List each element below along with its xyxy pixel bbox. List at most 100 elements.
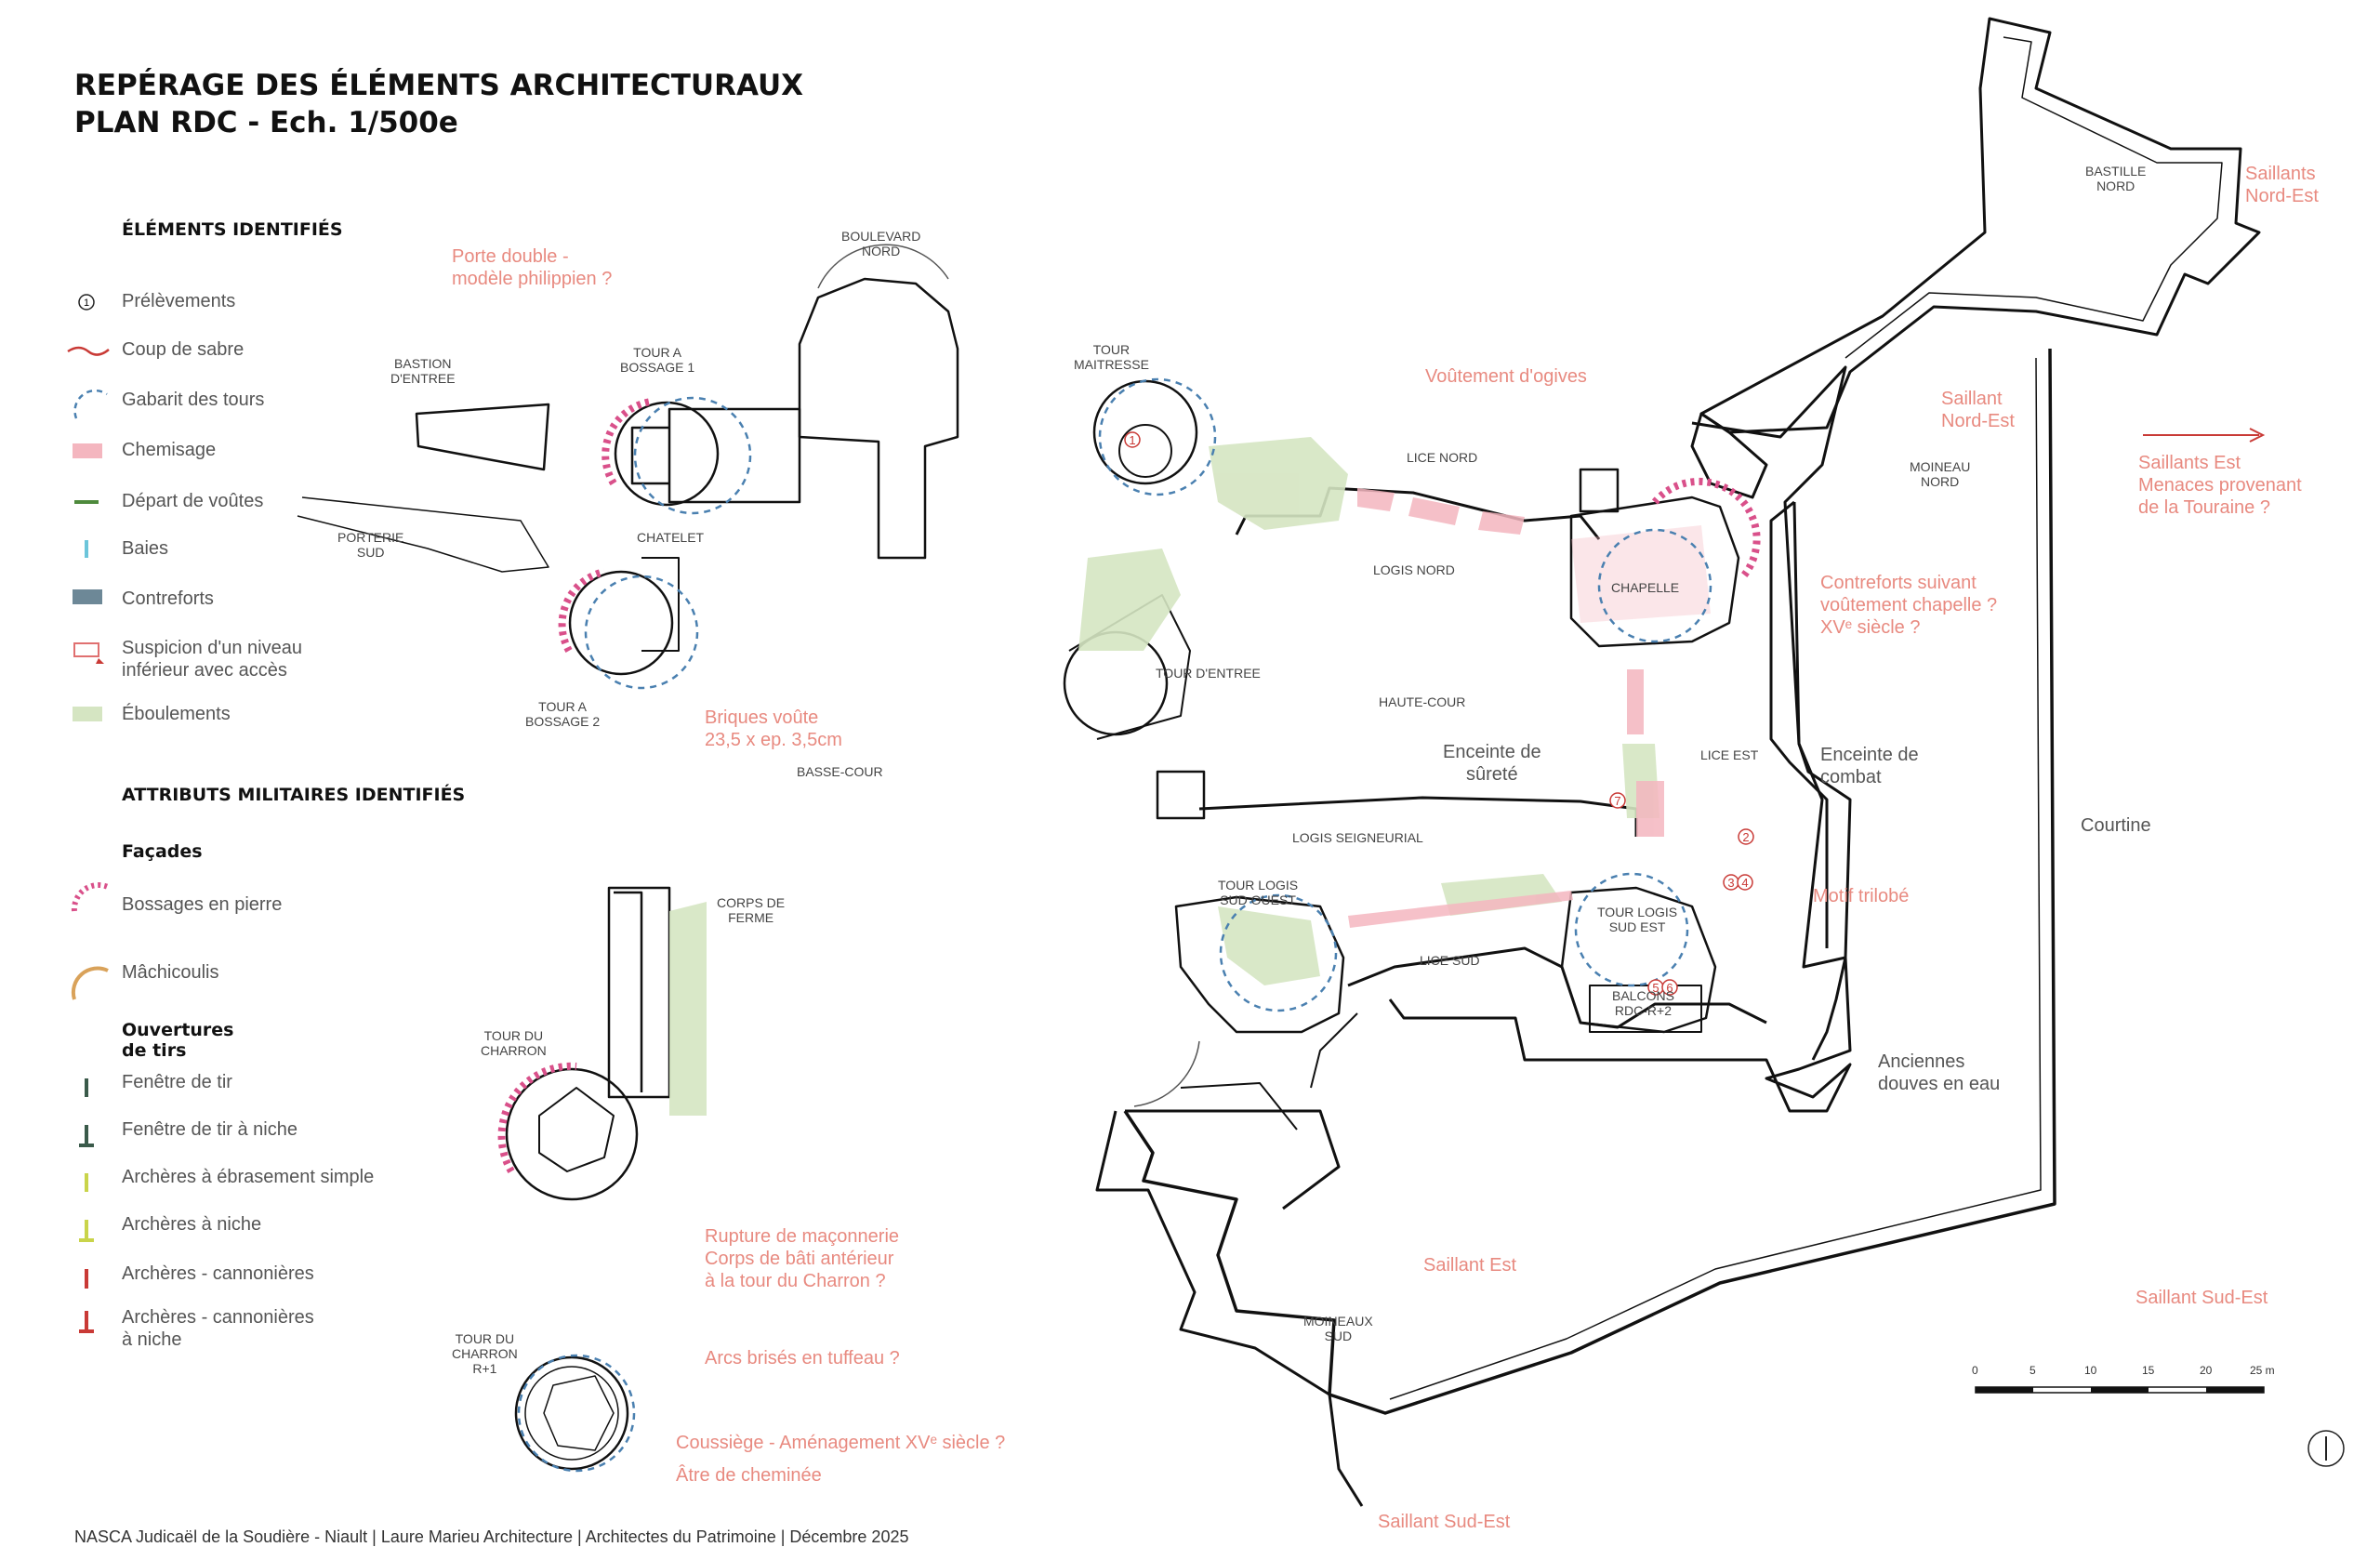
sample-numbers: 1 2 3 4 5 6 7: [1129, 433, 1749, 995]
lice-sud-wall: [1347, 946, 1767, 1029]
legend-item-archere-niche: Archères à niche: [122, 1214, 262, 1235]
svg-text:1: 1: [84, 298, 89, 309]
red-t-icon: [79, 1311, 94, 1333]
sample-2: 2: [1742, 830, 1749, 844]
enceinte-combat-wall: [1769, 500, 1852, 1061]
sample-6: 6: [1666, 981, 1673, 995]
annotation-porte-double: Porte double -modèle philippien ?: [452, 246, 613, 289]
scale-tick-15: 15: [2142, 1364, 2155, 1377]
legend-item-baies: Baies: [122, 538, 169, 559]
sample-3: 3: [1727, 876, 1734, 890]
annotation-saillant-sud-est-2: Saillant Sud-Est: [1378, 1512, 1511, 1532]
sample-7: 7: [1614, 794, 1620, 808]
chapelle-outline: [1569, 496, 1740, 648]
tour-charron-r1: [514, 1355, 629, 1471]
arrow-east-icon: [2143, 428, 2266, 443]
label-lice-sud: LICE SUD: [1420, 953, 1480, 968]
sample-markers: [1124, 431, 1754, 996]
label-logis-nord: LOGIS NORD: [1373, 562, 1455, 577]
scale-bar: [1975, 1386, 2265, 1394]
label-courtine: Courtine: [2081, 815, 2151, 836]
legend-item-fenetre-niche: Fenêtre de tir à niche: [122, 1119, 298, 1140]
annotation-motif-trilobe: Motif trilobé: [1813, 886, 1910, 906]
chatelet: [641, 557, 680, 652]
sample-4: 4: [1741, 876, 1748, 890]
gabarits: [517, 377, 1712, 1473]
legend-item-bossages: Bossages en pierre: [122, 894, 283, 915]
numbered-circle-icon: 1: [78, 294, 95, 311]
sample-1: 1: [1129, 433, 1135, 447]
legend-symbols-military: [71, 882, 110, 1333]
legend-item-eboulements: Éboulements: [122, 704, 231, 724]
eboulements: [669, 437, 1659, 1116]
scale-tick-25: 25 m: [2250, 1364, 2275, 1377]
scale-tick-10: 10: [2084, 1364, 2097, 1377]
slate-rect-icon: [73, 589, 102, 604]
courtine-inner: [1389, 357, 2042, 1400]
annotation-coussiege: Coussiège - Aménagement XVᵉ siècle ?: [676, 1433, 1006, 1453]
legend-heading-identified: ÉLÉMENTS IDENTIFIÉS: [122, 219, 343, 240]
tour-charron: [505, 1067, 639, 1201]
legend-heading-military: ATTRIBUTS MILITAIRES IDENTIFIÉS: [122, 785, 466, 805]
label-lice-nord: LICE NORD: [1407, 450, 1478, 465]
annotation-arcs: Arcs brisés en tuffeau ?: [705, 1348, 900, 1368]
dark-green-t-icon: [79, 1125, 94, 1147]
boulevard-nord: [798, 277, 959, 560]
title-line-1: REPÉRAGE DES ÉLÉMENTS ARCHITECTURAUX: [74, 69, 804, 102]
annotation-saillant-est: Saillant Est: [1423, 1255, 1517, 1276]
legend-item-prelevements: Prélèvements: [122, 291, 236, 311]
label-haute-cour: HAUTE-COUR: [1379, 694, 1466, 709]
porterie-sud: [297, 496, 549, 573]
green-rect-icon: [73, 707, 102, 721]
pink-rect-icon: [73, 443, 102, 458]
bossages: [497, 398, 1761, 1174]
page-title: REPÉRAGE DES ÉLÉMENTS ARCHITECTURAUX PLA…: [74, 67, 803, 141]
courtine-wall: [1123, 348, 2056, 1415]
boulevard-arc: [817, 244, 949, 289]
legend-item-depart-voutes: Départ de voûtes: [122, 491, 264, 511]
legend-item-cannoniere-niche: Archères - cannonières à niche: [122, 1307, 314, 1350]
chemisage: [1348, 488, 1711, 928]
annotation-atre: Âtre de cheminée: [676, 1465, 822, 1486]
outer-enceinte-wall: [1388, 365, 1852, 1113]
scale-tick-0: 0: [1972, 1364, 1978, 1377]
label-chatelet: CHATELET: [637, 530, 705, 545]
label-tour-entree: TOUR D'ENTREE: [1156, 666, 1261, 681]
dashed-arc-icon: [73, 389, 108, 419]
tour-logis-so: [1174, 895, 1345, 1034]
legend-heading-openings: Ouvertures de tirs: [122, 1020, 234, 1061]
legend-item-archere-simple: Archères à ébrasement simple: [122, 1167, 375, 1187]
label-basse-cour: BASSE-COUR: [797, 764, 883, 779]
annotation-voutement: Voûtement d'ogives: [1425, 366, 1587, 387]
legend-item-contreforts: Contreforts: [122, 588, 214, 609]
orange-arc-icon: [71, 966, 109, 1000]
yellow-t-icon: [79, 1220, 94, 1242]
tour-logis-se: [1560, 886, 1717, 1034]
tour-bossage-1: [614, 401, 720, 507]
scale-tick-20: 20: [2200, 1364, 2213, 1377]
legend-item-chemisage: Chemisage: [122, 440, 217, 460]
legend-item-gabarit: Gabarit des tours: [122, 390, 265, 410]
legend-item-suspicion: Suspicion d'un niveau inférieur avec acc…: [122, 638, 302, 681]
